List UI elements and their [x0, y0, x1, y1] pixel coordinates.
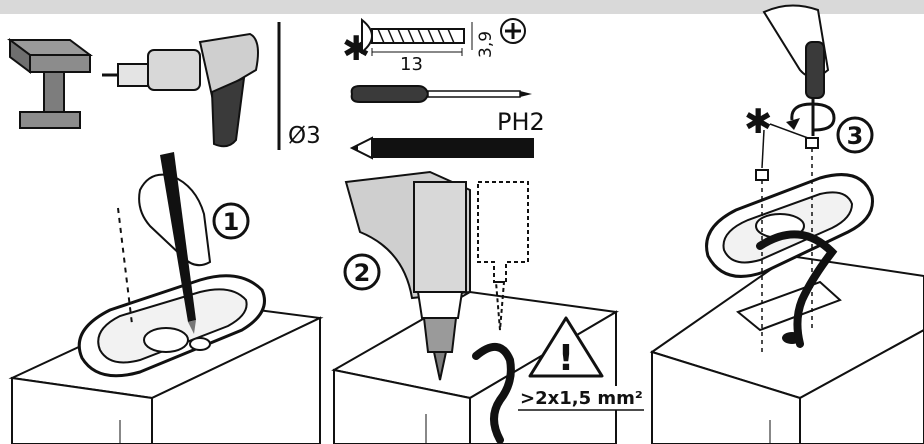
- step3-badge: [836, 116, 874, 154]
- drill-bit-size-label: Ø3: [288, 123, 321, 149]
- warning-symbol: !: [558, 338, 574, 379]
- step3-number: 3: [847, 122, 864, 150]
- screw-diameter-label: 3,9: [476, 31, 496, 58]
- step1-number: 1: [223, 208, 240, 236]
- step2-badge: [343, 253, 381, 291]
- cable-spec-label: >2x1,5 mm²: [520, 388, 643, 409]
- step2-number: 2: [354, 259, 371, 287]
- screw-length-label: 13: [400, 54, 423, 75]
- screwdriver-icon: [350, 85, 532, 103]
- step1-badge: [212, 202, 250, 240]
- pencil-icon: [349, 136, 534, 160]
- step1-scene: [8, 152, 324, 444]
- step3-scene: [649, 4, 924, 444]
- steel-beam-icon: [7, 38, 93, 129]
- cable-spec-box: [516, 386, 646, 410]
- warning-icon: [528, 316, 604, 378]
- screwdriver-type-label: PH2: [497, 108, 545, 136]
- header-bar: [0, 0, 924, 14]
- drill-icon: [102, 32, 259, 148]
- step2-scene: [331, 170, 619, 444]
- screw-icon: [361, 17, 526, 56]
- screw-marker-asterisk-step3: ✱: [744, 102, 773, 142]
